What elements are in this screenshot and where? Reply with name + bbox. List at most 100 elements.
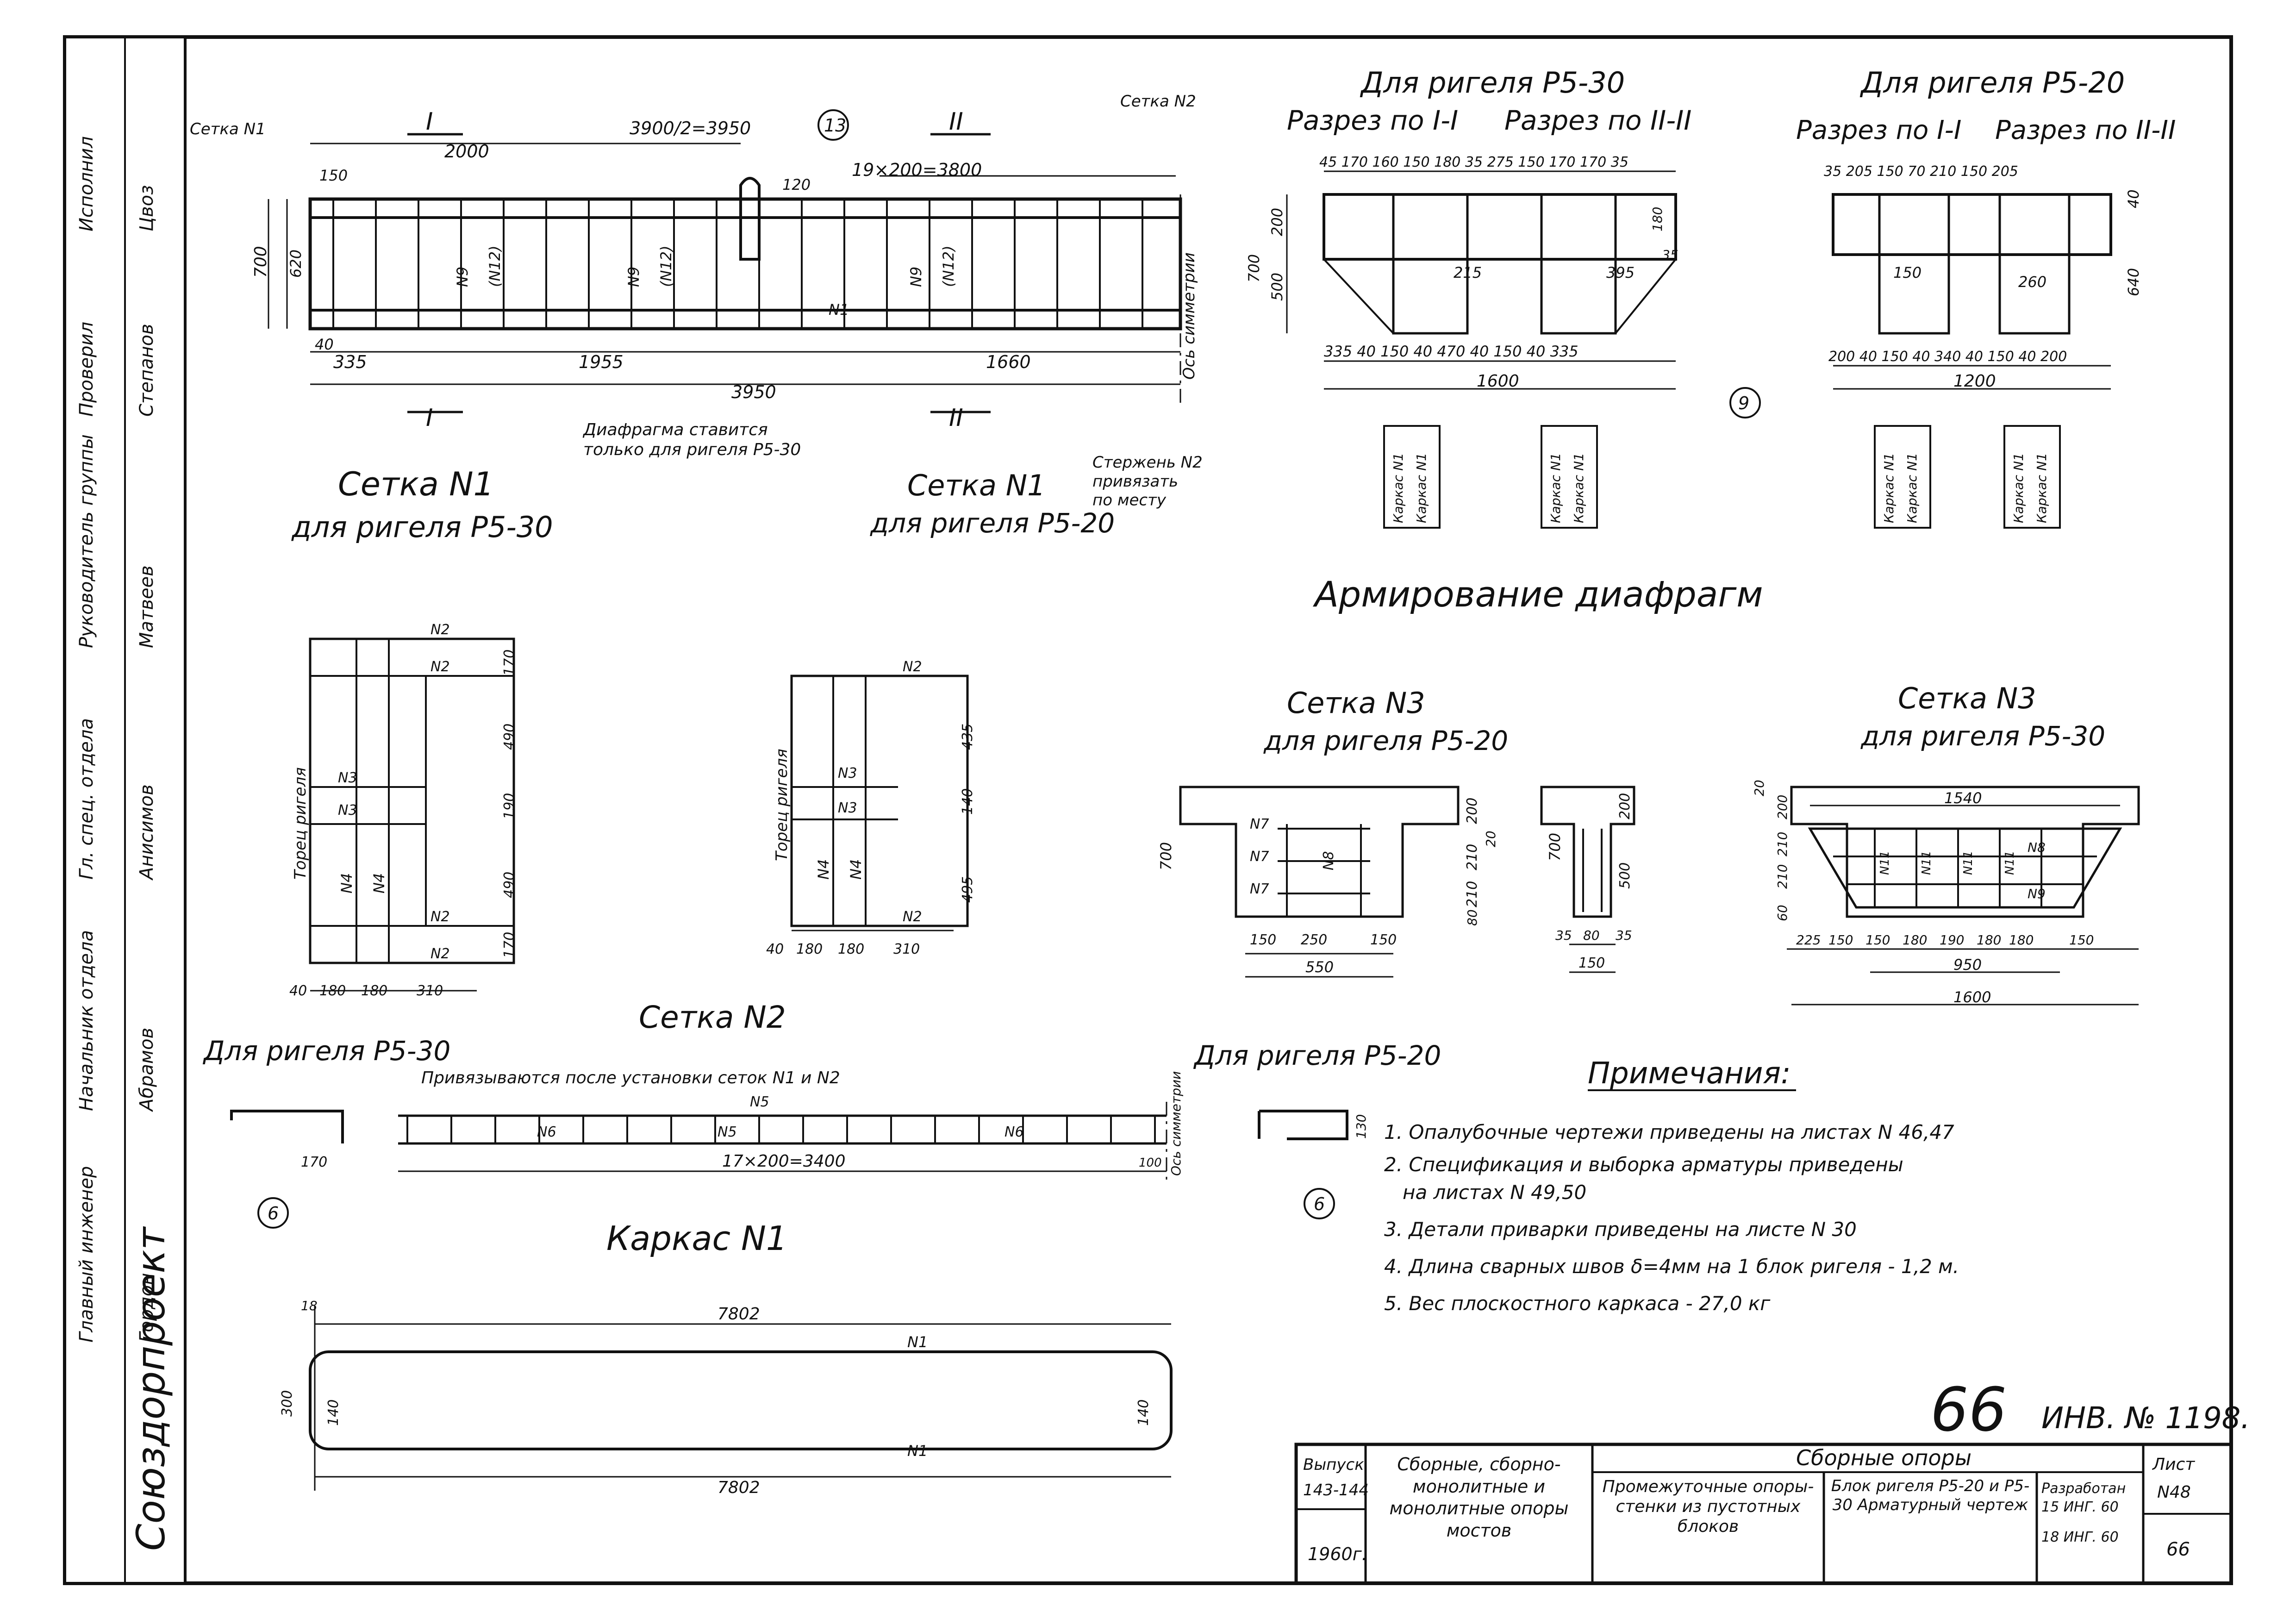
stamp-vypusk-label: Выпуск [1303, 1455, 1364, 1474]
setka-n1-p520-180-a: 180 [796, 941, 823, 957]
sections-p530-s22: Разрез по II-II [1504, 105, 1691, 136]
stamp-section: Сборные опоры [1796, 1445, 1972, 1470]
bar-n1: N1 [829, 301, 849, 319]
bar-n9-3: N9 [907, 267, 925, 287]
n3-p530-1600: 1600 [1953, 988, 1991, 1006]
setka-n1-p530 [309, 637, 515, 992]
dim-2000: 2000 [444, 141, 489, 162]
side-line-1: Главный инженер [76, 1166, 97, 1343]
setka-n2-n6-b: N6 [1004, 1124, 1024, 1140]
sections-p530-35: 35 [1662, 247, 1678, 262]
n3-p520-200: 200 [1464, 798, 1480, 824]
n3-p530-drawing [1787, 786, 2140, 1006]
n3-p530-n11-d: N11 [2003, 850, 2017, 875]
karkas-n1-top: N1 [907, 1333, 928, 1351]
setka-n1-p530-n2-a: N2 [430, 622, 450, 638]
callout-13: 13 [824, 115, 846, 136]
n3-p520-drawing [1179, 786, 1635, 978]
side-line-5: Проверил [76, 322, 97, 417]
dim-3900: 3900/2=3950 [630, 118, 751, 138]
setka-n1-p530-190: 190 [501, 793, 518, 819]
setka-n1-p520-torec: Торец ригеля [773, 749, 791, 861]
beam-mark-I-top: I [426, 108, 433, 136]
n3-p530-150-c: 150 [2069, 932, 2094, 948]
setka-n1-p530-170-b: 170 [501, 932, 518, 958]
title-block [1294, 1443, 2233, 1585]
sections-p530-karkas-4: Каркас N1 [1571, 453, 1586, 523]
note-2: 2. Спецификация и выборка арматуры приве… [1384, 1153, 1903, 1176]
notes: Примечания: 1. Опалубочные чертежи приве… [1384, 1056, 1959, 1315]
setka-n1-p530-n2-d: N2 [430, 946, 450, 962]
karkas-140-right: 140 [1136, 1399, 1152, 1426]
diaphragm-labels: Армирование диафрагм Сетка N3 для ригеля… [1263, 574, 2105, 756]
side-line-3: Гл. спец. отдела [76, 718, 97, 880]
setka-n1-p520-495: 495 [960, 876, 976, 903]
n3-p530-labels: 1540 N8 N9 N11 N11 N11 N11 200 210 210 6… [1752, 780, 2094, 1006]
setka-n1-p530-310: 310 [417, 983, 443, 999]
setka-n1-p530-n4-b: N4 [370, 873, 388, 893]
sections-p520-150: 150 [1893, 264, 1922, 281]
beam-mark-II-bottom: II [949, 404, 963, 432]
karkas-140-left: 140 [325, 1399, 342, 1426]
stamp-developed: 15 ИНГ. 60 [2041, 1499, 2119, 1515]
n3-p520-title: Сетка N3 [1287, 686, 1425, 720]
sections-p520-title: Для ригеля Р5-20 [1859, 66, 2125, 100]
setka-n1-p530-490-b: 490 [501, 872, 518, 898]
n3-p520-subtitle: для ригеля Р5-20 [1263, 725, 1508, 756]
side-name-4: Матвеев [136, 565, 157, 648]
setka-n1-p530-subtitle: для ригеля Р5-30 [291, 510, 553, 544]
sections-p530-title: Для ригеля Р5-30 [1360, 66, 1625, 100]
sections-p520-260: 260 [2018, 273, 2046, 291]
setka-n2-100: 100 [1139, 1156, 1162, 1170]
setka-n1-p520-n2-b: N2 [903, 909, 922, 925]
setka-n2-axis: Ось симметрии [1168, 1071, 1184, 1176]
callout-9: 9 [1738, 393, 1749, 413]
dim-120: 120 [782, 176, 811, 194]
dim-40: 40 [315, 336, 334, 353]
karkas-length-top: 7802 [718, 1305, 760, 1324]
n3-p520-150-b: 150 [1370, 932, 1397, 948]
sections-p530-top-dims: 45 170 160 150 180 35 275 150 170 170 35 [1319, 154, 1628, 170]
setka-n1-p520-n3-b: N3 [838, 800, 857, 816]
bar-n12-1: (N12) [486, 245, 504, 287]
setka-n1-p520-n2-a: N2 [903, 659, 922, 675]
beam-elevation [268, 109, 1182, 413]
side-line-4: Руководитель группы [76, 434, 97, 648]
setka-n1-p520-n4-b: N4 [847, 859, 865, 880]
note-4: 4. Длина сварных швов δ=4мм на 1 блок ри… [1384, 1255, 1959, 1278]
n3-p530-190: 190 [1940, 932, 1964, 948]
bar-n9-1: N9 [454, 267, 471, 287]
stamp-year: 1960г. [1308, 1544, 1367, 1564]
setka-n2-note: Привязываются после установки сеток N1 и… [421, 1068, 840, 1087]
note-5: 5. Вес плоскостного каркаса - 27,0 кг [1384, 1292, 1771, 1315]
sections-p530-karkas-1: Каркас N1 [1391, 453, 1406, 523]
stamp-developed-label: Разработан [2041, 1480, 2126, 1497]
n3-p520-700: 700 [1157, 842, 1175, 870]
sections-p530-bottom-dims: 335 40 150 40 470 40 150 40 335 [1324, 343, 1578, 360]
sections-p530-500: 500 [1268, 273, 1286, 301]
sections-p520-karkas-3: Каркас N1 [2011, 453, 2026, 523]
dim-1660: 1660 [986, 352, 1031, 372]
bar-n12-2: (N12) [657, 245, 675, 287]
n3-p530-60: 60 [1775, 905, 1790, 921]
stamp-sheet-title: Блок ригеля Р5-20 и Р5-30 Арматурный чер… [1831, 1477, 2030, 1514]
dim-335: 335 [333, 352, 367, 372]
diaphragm-heading: Армирование диафрагм [1312, 574, 1763, 615]
sections-p520-labels: Для ригеля Р5-20 Разрез по I-I Разрез по… [1738, 66, 2176, 523]
n3-p520-n7-a: N7 [1250, 816, 1269, 832]
n3-p520-n8: N8 [1321, 851, 1337, 870]
setka-n1-p520-435: 435 [960, 724, 976, 750]
setka-n1-p520-180-b: 180 [838, 941, 864, 957]
setka-n1-p530-170-a: 170 [501, 650, 518, 676]
n3-p530-1540: 1540 [1944, 789, 1982, 807]
stamp-subject: Промежуточные опоры-стенки из пустотных … [1602, 1477, 1814, 1537]
n3-p530-n9: N9 [2028, 886, 2046, 901]
side-name-6: Цвоз [136, 185, 157, 231]
n3-p530-subtitle: для ригеля Р5-30 [1860, 720, 2105, 752]
karkas-title: Каркас N1 [606, 1219, 787, 1258]
side-org: Союздорпроект [128, 1226, 174, 1551]
side-line-2: Начальник отдела [76, 930, 97, 1111]
